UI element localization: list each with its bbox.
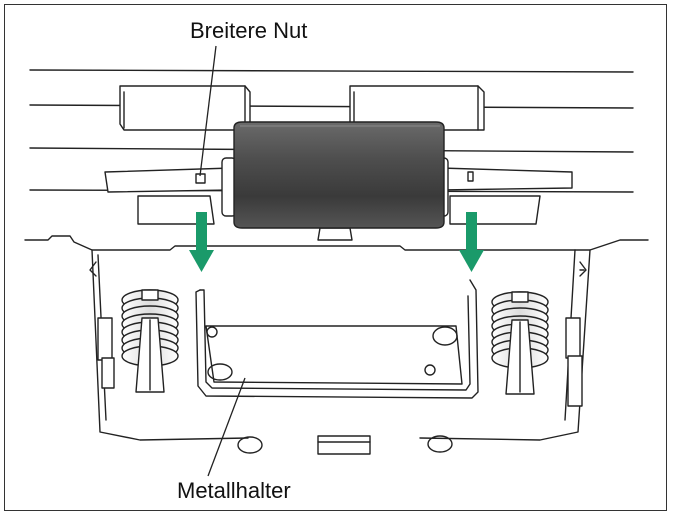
diagram-frame: [4, 4, 667, 511]
metal-holder-label: Metallhalter: [177, 478, 291, 503]
left-spring: [97, 289, 179, 393]
down-arrow-icon: [459, 212, 484, 272]
wider-groove-label: Breitere Nut: [190, 18, 308, 43]
down-arrow-icon: [189, 212, 214, 272]
pick-roller: [221, 121, 449, 229]
right-spring: [89, 261, 587, 407]
leader-lines: [199, 45, 246, 477]
upper-blocks: [119, 85, 485, 131]
lower-frame: [24, 195, 649, 441]
base-openings: [237, 435, 453, 455]
metal-holder-bracket: [195, 279, 479, 399]
